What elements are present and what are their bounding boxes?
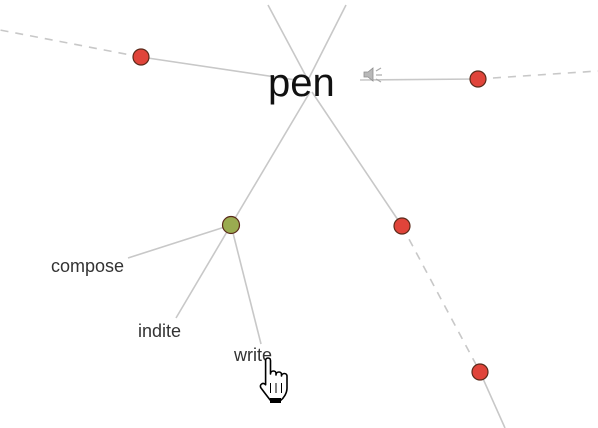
edge-dashed-lower-right <box>401 225 481 373</box>
sense-node-verb[interactable] <box>221 215 241 235</box>
edge-to-compose <box>127 224 232 259</box>
edge-to-lower-right-node <box>311 91 403 227</box>
edge-to-top-right <box>307 4 347 81</box>
sense-node-bottom-right[interactable] <box>471 363 489 381</box>
edge-dashed-left <box>0 29 142 58</box>
edge-dashed-right <box>477 70 598 80</box>
edge-to-indite <box>175 224 232 319</box>
word-write[interactable]: write <box>233 345 272 365</box>
edge-to-verb-node <box>230 91 311 226</box>
hand-pointer-cursor-icon <box>259 357 288 403</box>
word-indite[interactable]: indite <box>138 321 181 341</box>
main-word-label: pen <box>268 61 335 105</box>
graph-nodes <box>132 48 489 381</box>
edge-to-right-node <box>359 78 479 81</box>
graph-edges <box>0 4 598 428</box>
sense-node-left[interactable] <box>132 48 150 66</box>
word-compose[interactable]: compose <box>51 256 124 276</box>
edge-bottom-right <box>479 371 506 428</box>
edge-to-left-node <box>140 56 297 81</box>
sense-node-right[interactable] <box>469 70 487 88</box>
speaker-icon[interactable] <box>363 67 382 83</box>
sense-node-lower-right[interactable] <box>393 217 411 235</box>
edge-to-write <box>230 224 262 345</box>
edge-to-top-left <box>267 4 309 81</box>
